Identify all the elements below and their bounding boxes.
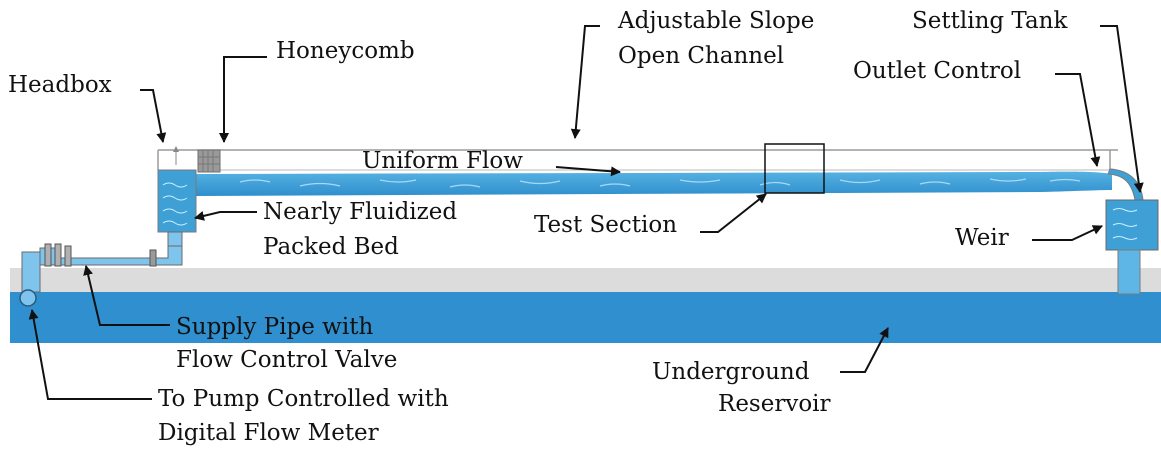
label-packed-bed-line2: Packed Bed	[263, 234, 399, 260]
label-packed-bed-line1: Nearly Fluidized	[263, 199, 457, 225]
label-headbox: Headbox	[8, 72, 112, 98]
flow-streaks	[239, 178, 1081, 188]
honeycomb	[197, 149, 221, 173]
channel-water	[196, 171, 1112, 196]
label-settling-tank: Settling Tank	[912, 8, 1068, 34]
label-reservoir-line1: Underground	[652, 359, 810, 385]
label-pump-line1: To Pump Controlled with	[158, 386, 449, 412]
label-weir: Weir	[955, 225, 1009, 251]
label-pump-line2: Digital Flow Meter	[158, 420, 379, 446]
arrow-uniform-flow	[555, 166, 621, 177]
arrow-test-section	[700, 193, 767, 233]
arrow-settling-tank	[1100, 25, 1144, 193]
labels: Headbox Honeycomb Adjustable Slope Open …	[8, 8, 1068, 446]
arrow-channel	[570, 25, 600, 139]
label-supply-line2: Flow Control Valve	[176, 347, 397, 373]
label-channel-line1: Adjustable Slope	[617, 8, 814, 34]
ground-strip	[10, 268, 1161, 293]
arrow-weir	[1032, 225, 1103, 241]
label-outlet-control: Outlet Control	[853, 58, 1021, 84]
label-supply-line1: Supply Pipe with	[176, 314, 373, 340]
leader-arrows	[28, 25, 1144, 400]
arrow-packed-bed	[194, 211, 257, 221]
label-reservoir-line2: Reservoir	[718, 391, 831, 417]
supply-pipe	[19, 231, 183, 307]
arrow-supply-pipe	[83, 265, 170, 326]
label-test-section: Test Section	[534, 212, 677, 238]
arrow-pump	[28, 309, 152, 400]
underground-reservoir	[10, 292, 1161, 343]
label-channel-line2: Open Channel	[618, 43, 784, 69]
arrow-headbox	[140, 89, 167, 143]
arrow-outlet-control	[1055, 73, 1101, 167]
headbox	[157, 146, 197, 233]
label-honeycomb: Honeycomb	[276, 38, 415, 64]
arrow-honeycomb	[219, 56, 267, 143]
test-section-box	[764, 143, 825, 194]
label-uniform-flow: Uniform Flow	[362, 148, 523, 174]
arrow-reservoir	[840, 327, 889, 373]
open-channel	[157, 149, 1118, 182]
